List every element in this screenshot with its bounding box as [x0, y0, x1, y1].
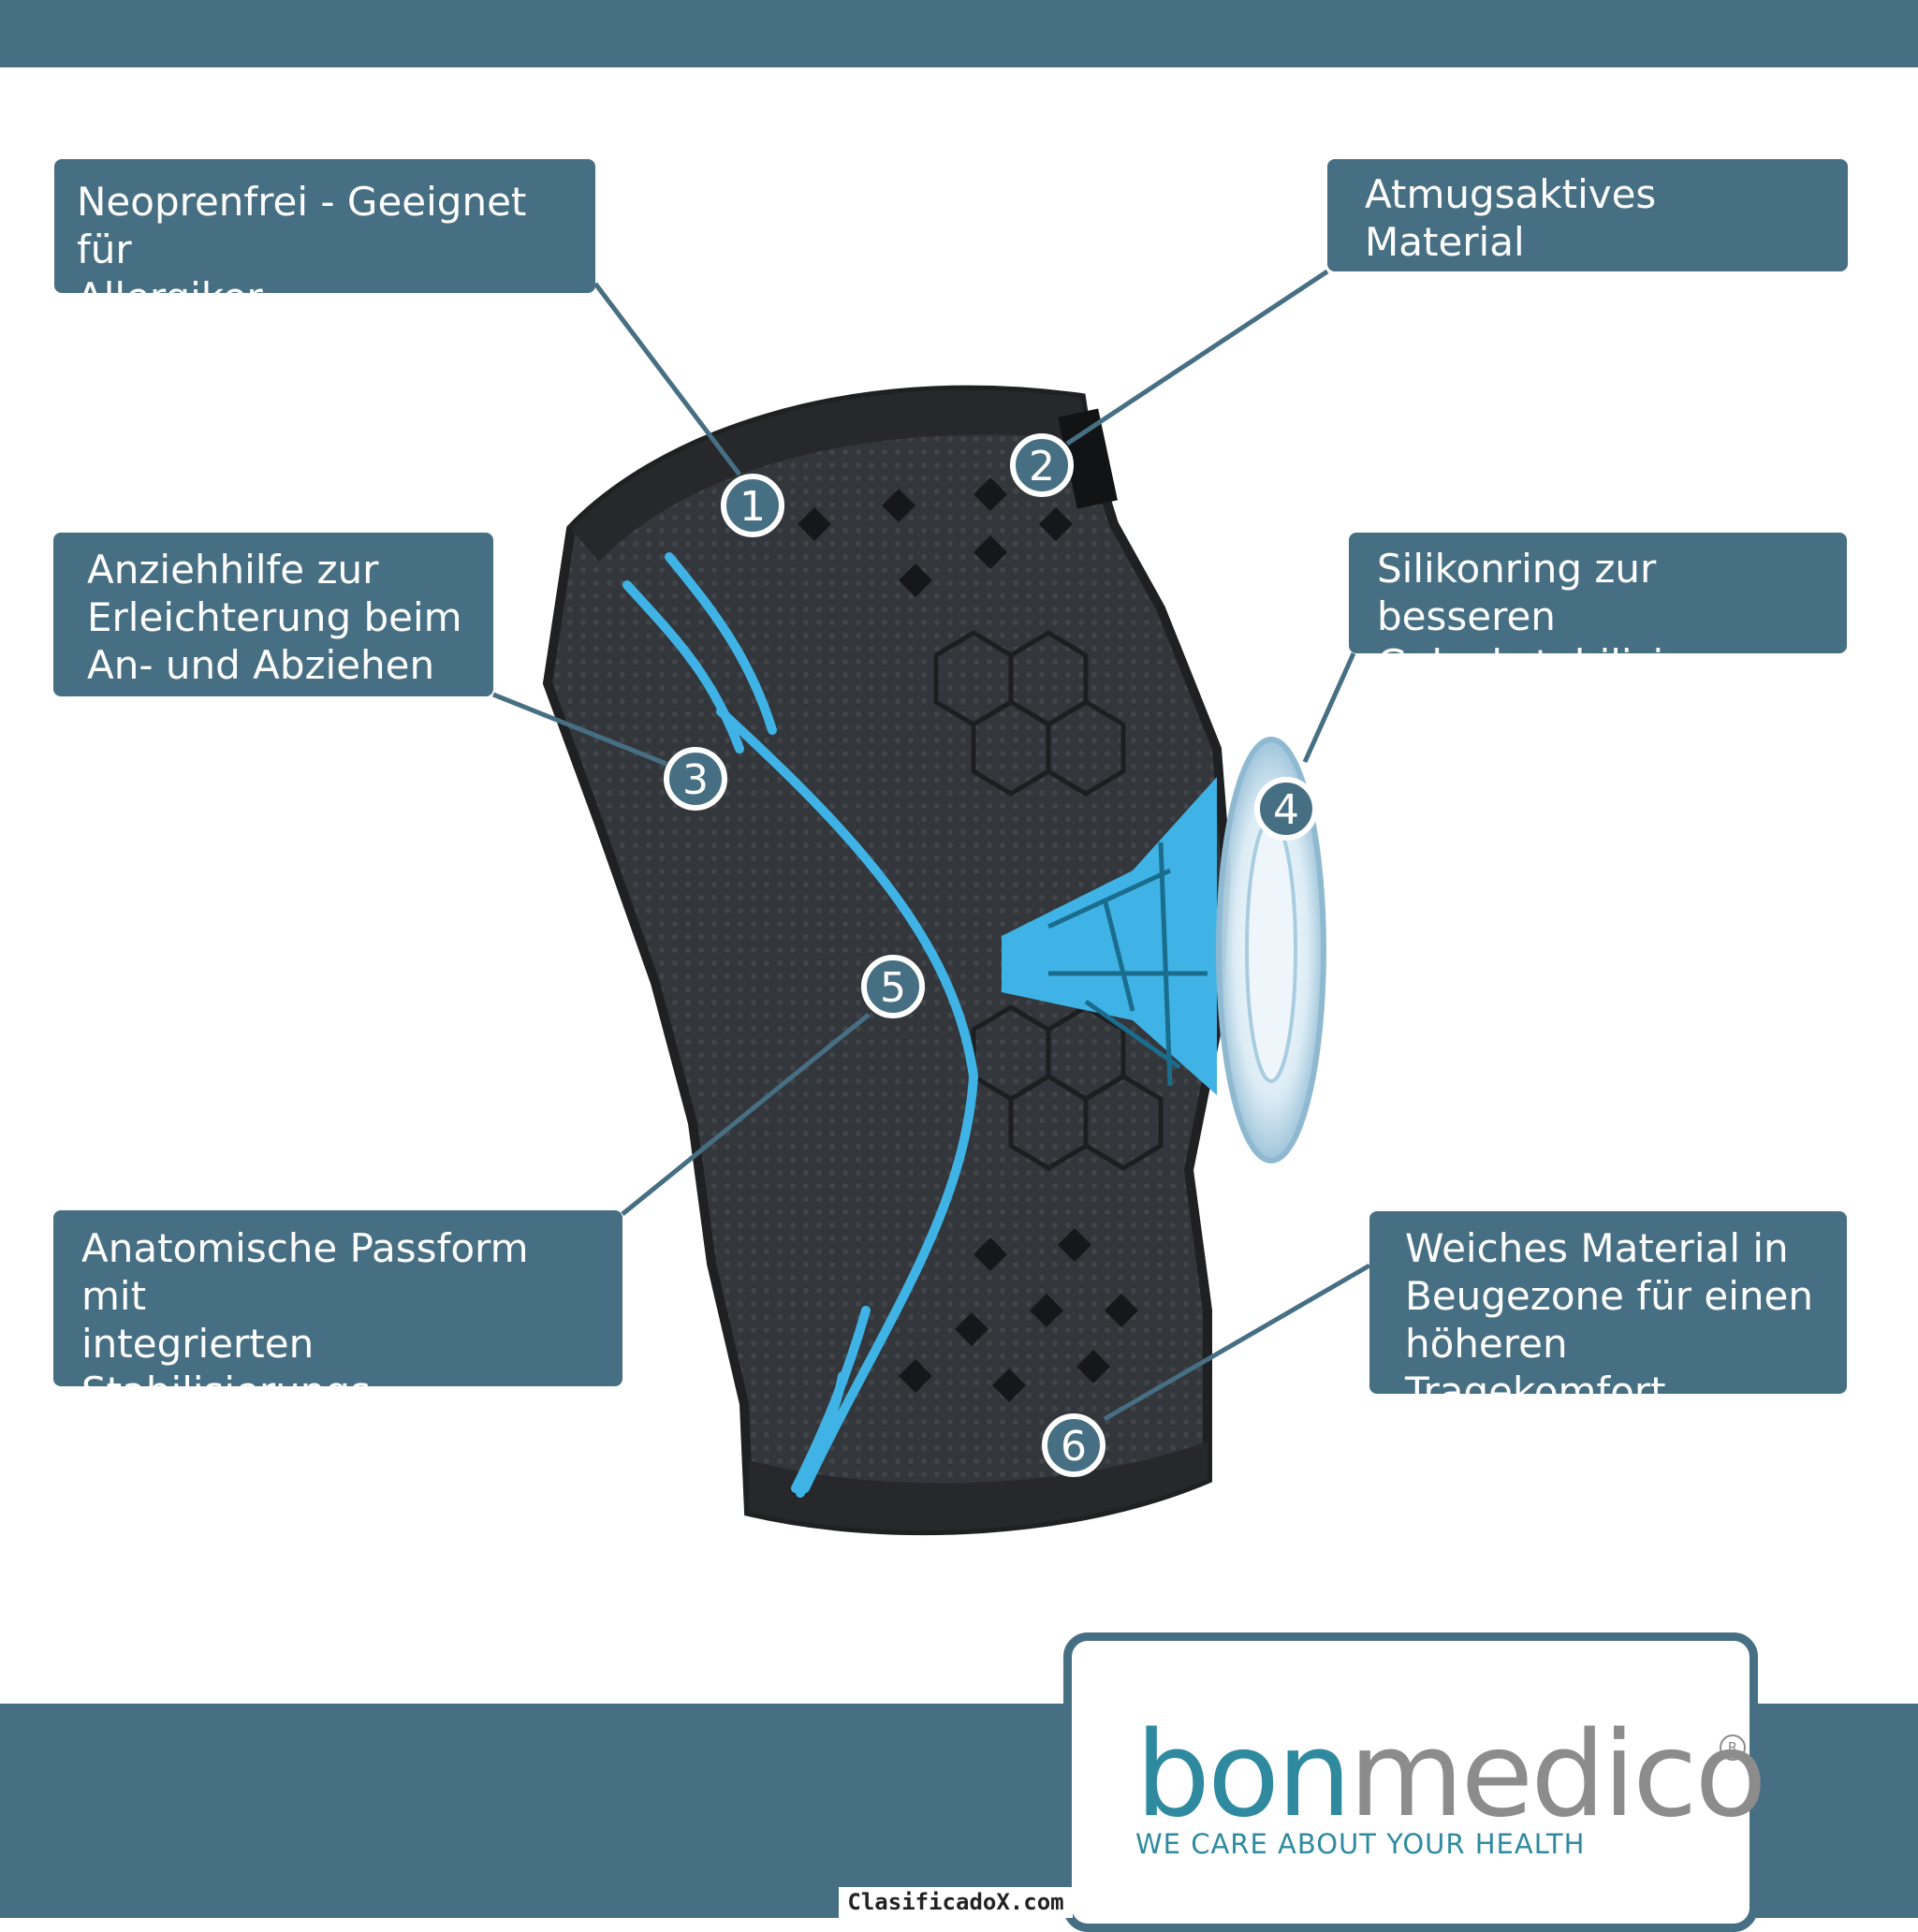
callout-breathable-material: Atmugsaktives Material absorbiert Feucht… [1327, 159, 1848, 313]
leader-lines [492, 269, 1371, 1422]
marker-1-label: 1 [739, 483, 766, 531]
marker-2-label: 2 [1029, 443, 1055, 490]
marker-5: 5 [861, 955, 925, 1018]
brand-logo-card: bonmedico R WE CARE ABOUT YOUR HEALTH [1063, 1632, 1767, 1932]
registered-mark: R [1720, 1734, 1746, 1761]
marker-6: 6 [1042, 1413, 1105, 1477]
brand-tagline: WE CARE ABOUT YOUR HEALTH [1135, 1828, 1586, 1860]
brand-name-part1: bon [1135, 1705, 1352, 1843]
top-band [0, 0, 1918, 67]
marker-3: 3 [664, 747, 727, 811]
callout-pull-on-aid: Anziehhilfe zur Erleichterung beim An- u… [53, 533, 493, 696]
marker-6-label: 6 [1061, 1423, 1087, 1471]
marker-3-label: 3 [682, 756, 709, 804]
silicone-ring [1216, 737, 1326, 1164]
marker-5-label: 5 [880, 964, 906, 1012]
callout-anatomical-fit: Anatomische Passform mit integrierten St… [53, 1210, 622, 1462]
marker-4: 4 [1254, 777, 1318, 841]
brand-logo-wordmark: bonmedico [1135, 1714, 1767, 1836]
marker-4-label: 4 [1273, 786, 1299, 834]
brand-name-part2: medico [1348, 1705, 1767, 1843]
marker-2: 2 [1010, 433, 1074, 497]
callout-silicone-ring: Silikonring zur besseren Gelenkstabilisi… [1349, 533, 1847, 687]
watermark: ClasificadoX.com [839, 1887, 1073, 1918]
marker-1: 1 [721, 474, 784, 537]
callout-soft-flex-zone: Weiches Material in Beugezone für einen … [1369, 1211, 1847, 1414]
callout-neoprene-free: Neoprenfrei - Geeignet für Allergiker [54, 159, 595, 320]
